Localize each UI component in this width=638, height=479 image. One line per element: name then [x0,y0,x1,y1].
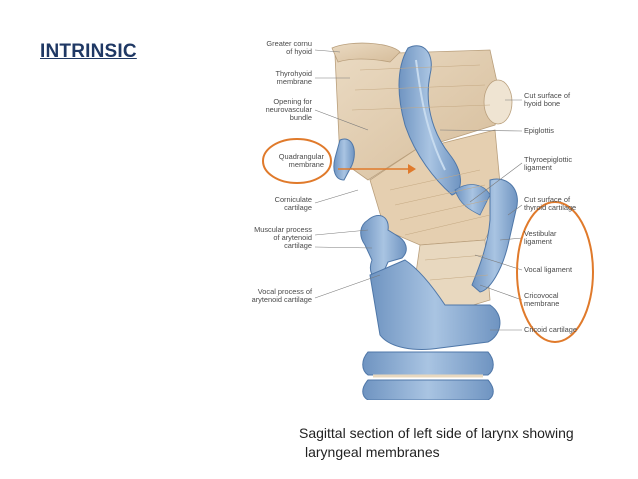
highlight-arrow-head [408,164,416,174]
label-thyrohyoid-membrane: Thyrohyoid membrane [275,69,312,86]
label-opening-bundle: Opening for neurovascular bundle [265,97,312,122]
slide-title: INTRINSIC [40,41,137,62]
figure-caption: Sagittal section of left side of larynx … [299,424,629,462]
label-cricovocal-membrane: Cricovocal membrane [524,291,560,308]
caption-line-1: Sagittal section of left side of larynx … [299,425,574,441]
label-cricoid-cartilage: Cricoid cartilage [524,325,577,334]
right-leader-lines [439,99,523,331]
label-cut-surface-hyoid: Cut surface of hyoid bone [524,91,571,108]
tracheal-rings [362,351,494,400]
label-thyroepiglottic-ligament: Thyroepiglottic ligament [524,155,573,172]
thyroid-cartilage-shape [471,178,518,293]
larynx-illustration [262,42,594,400]
label-vocal-ligament: Vocal ligament [524,265,573,274]
label-epiglottis: Epiglottis [524,126,554,135]
label-vocal-process: Vocal process of arytenoid cartilage [251,287,312,304]
arytenoid-shape [360,215,407,281]
caption-line-2: laryngeal membranes [305,444,440,460]
greater-cornu-shape [331,42,401,63]
corniculate-shape [333,138,355,181]
right-highlight-ellipse [516,201,594,343]
cricoid-shape [369,259,501,350]
membrane-fibres [351,64,491,281]
label-greater-cornu: Greater cornu of hyoid [266,39,312,56]
left-leader-lines [314,49,381,299]
label-muscular-process: Muscular process of arytenoid cartilage [254,225,312,250]
label-cut-surface-thyroid: Cut surface of thyroid cartilage [524,195,577,212]
label-vestibular-ligament: Vestibular ligament [524,229,557,246]
epiglottis-shape [398,45,461,196]
label-quadrangular-membrane: Quadrangular membrane [278,152,324,169]
larynx-figure: Greater cornu of hyoid Thyrohyoid membra… [240,30,610,400]
label-corniculate-cartilage: Corniculate cartilage [274,195,312,212]
quadrangular-highlight-ellipse [262,138,332,184]
hyoid-cut-shape [483,79,513,125]
